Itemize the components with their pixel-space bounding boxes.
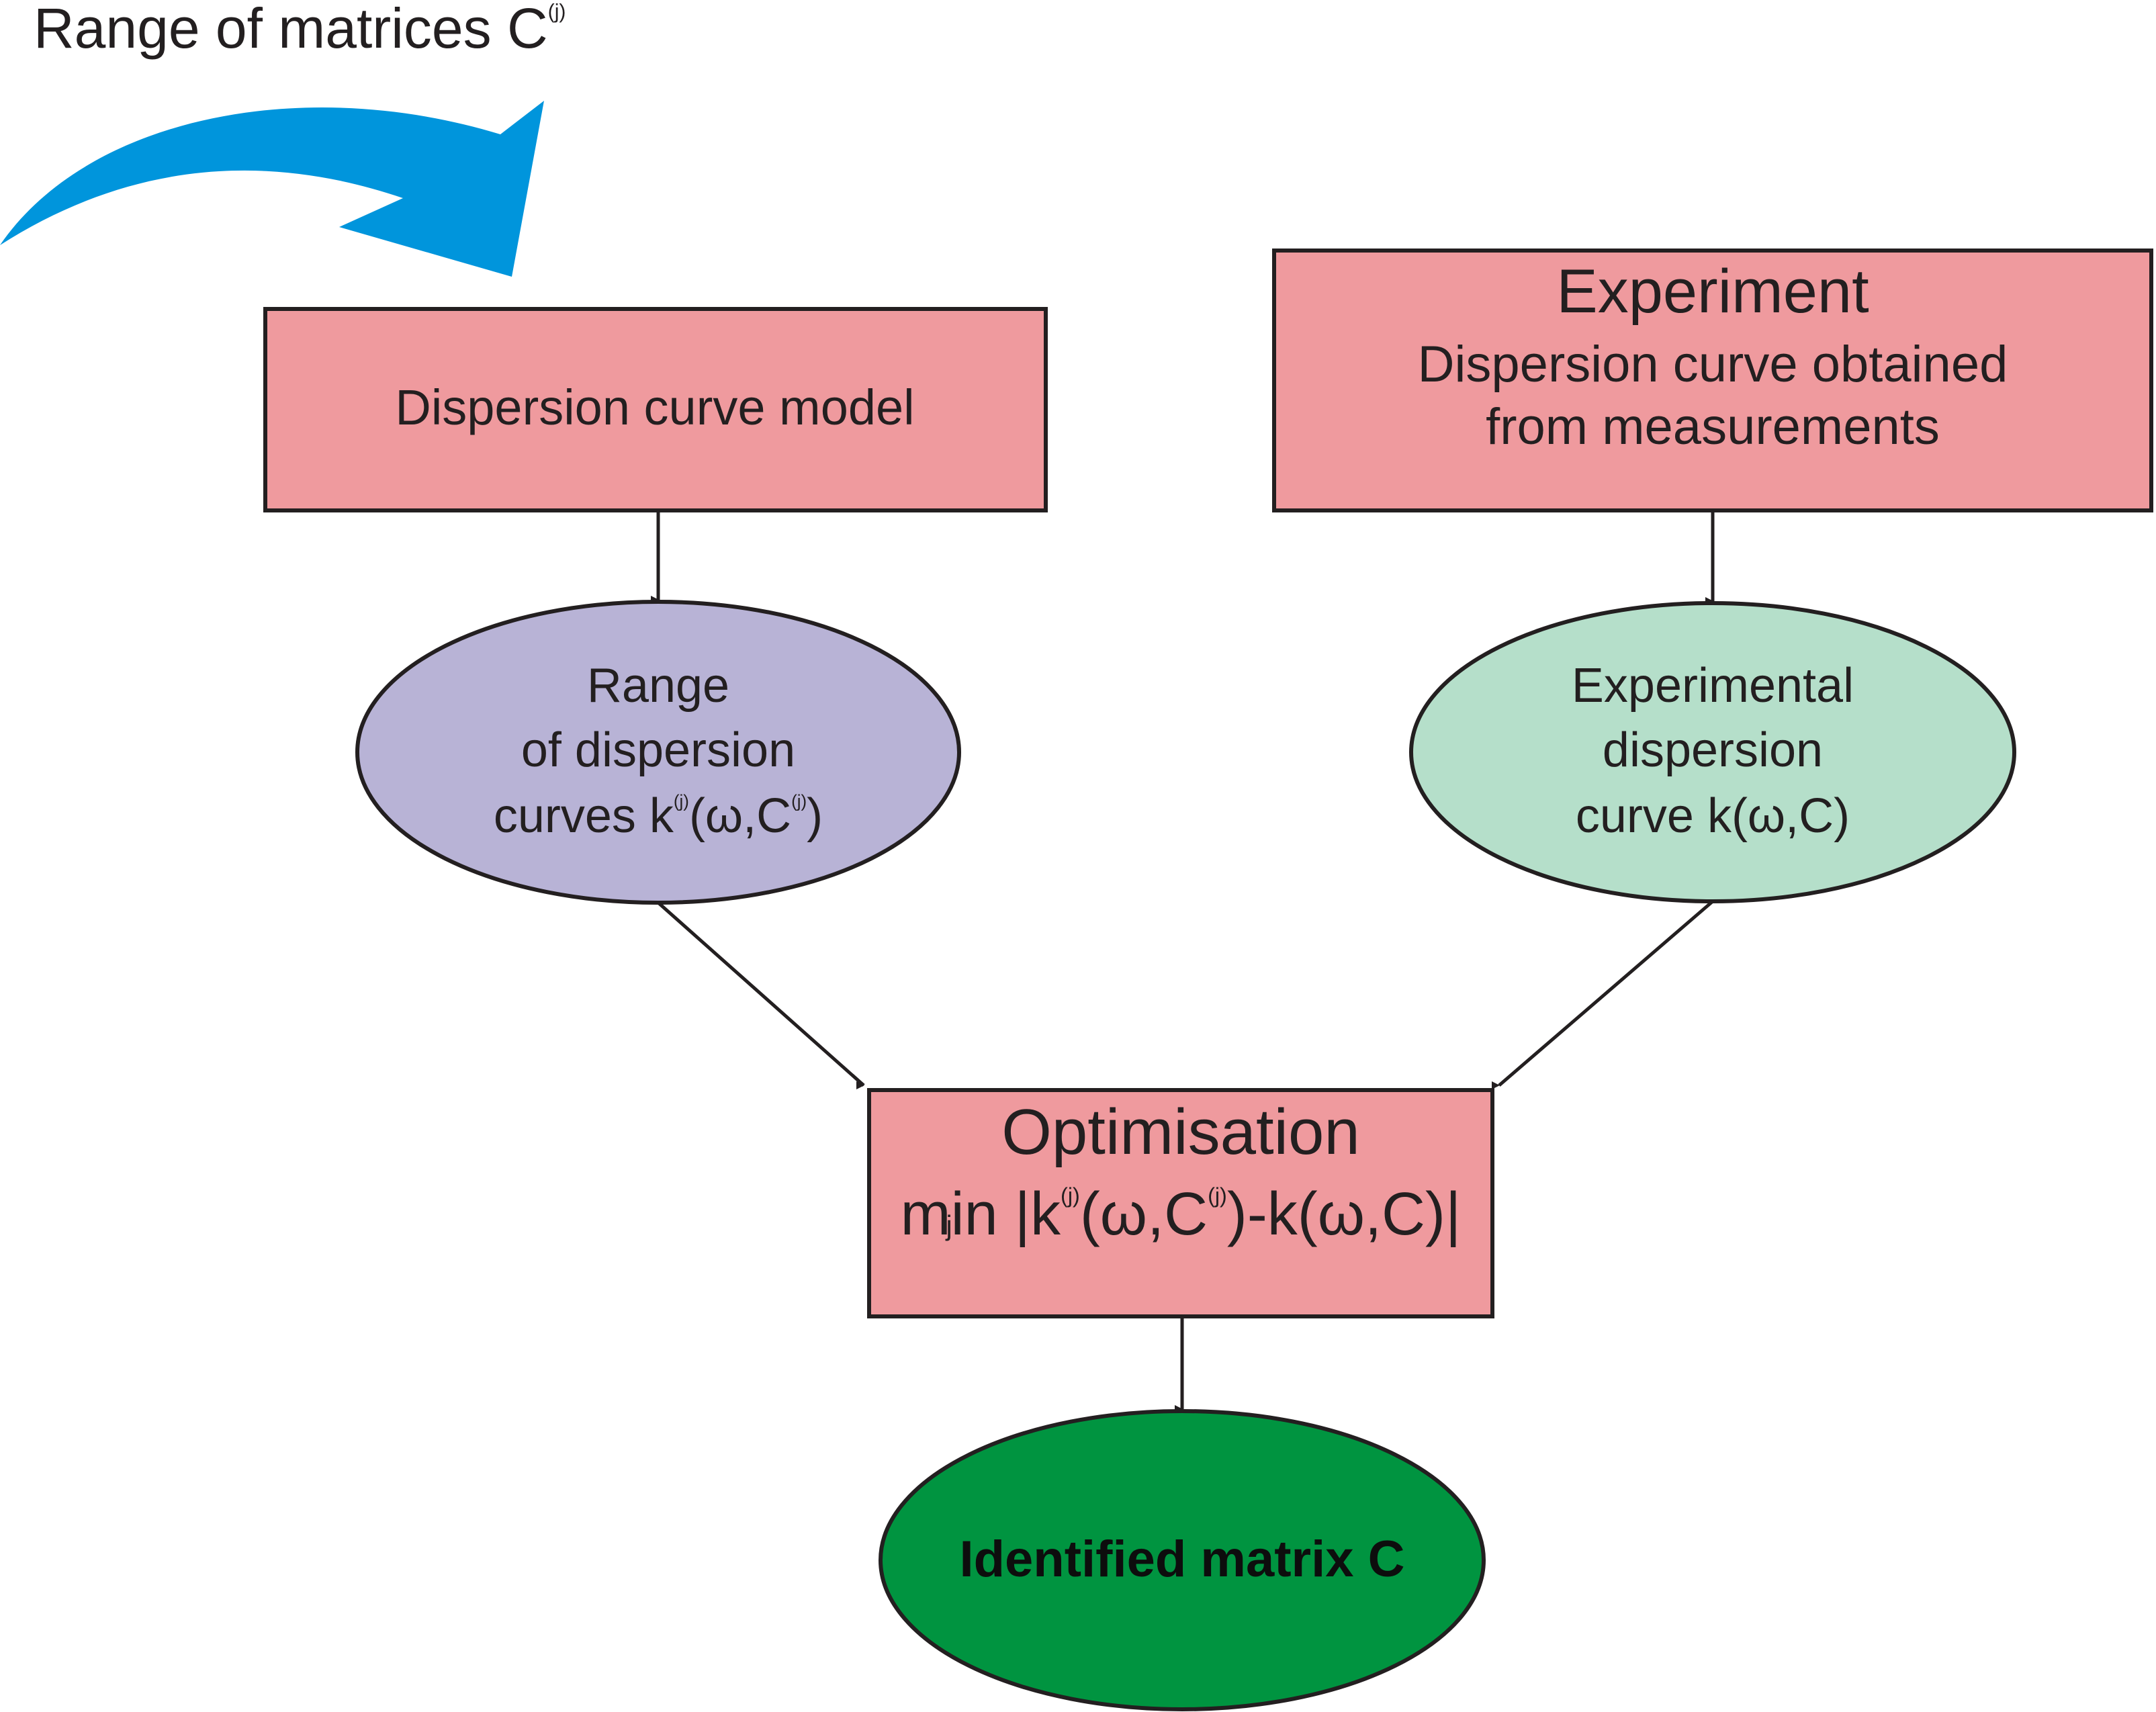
range-line-2: of dispersion [521, 723, 796, 777]
arrow-range-to-optimisation [657, 901, 865, 1089]
experimental-line-1: Experimental [1571, 659, 1854, 713]
experiment-box [1272, 249, 2153, 512]
optimisation-box [867, 1088, 1494, 1318]
curved-arrow-icon [0, 101, 544, 277]
result-label: Identified matrix C [959, 1531, 1405, 1588]
model-box [263, 307, 1048, 512]
optimisation-title: Optimisation [1001, 1096, 1360, 1168]
range-line-1: Range [586, 659, 730, 713]
top-label: Range of matrices C(j) [34, 0, 566, 60]
experiment-line-2: from measurements [1486, 398, 1940, 455]
range-line-3: curves k(j)(ω,C(j)) [493, 789, 823, 843]
model-box-label: Dispersion curve model [395, 379, 915, 435]
experiment-line-1: Dispersion curve obtained [1417, 336, 2008, 393]
arrow-curve-to-optimisation [1492, 900, 1714, 1089]
experimental-line-2: dispersion [1602, 723, 1824, 777]
min-subscript: j [946, 1210, 952, 1242]
experimental-line-3: curve k(ω,C) [1575, 789, 1850, 843]
experiment-title: Experiment [1556, 257, 1869, 326]
